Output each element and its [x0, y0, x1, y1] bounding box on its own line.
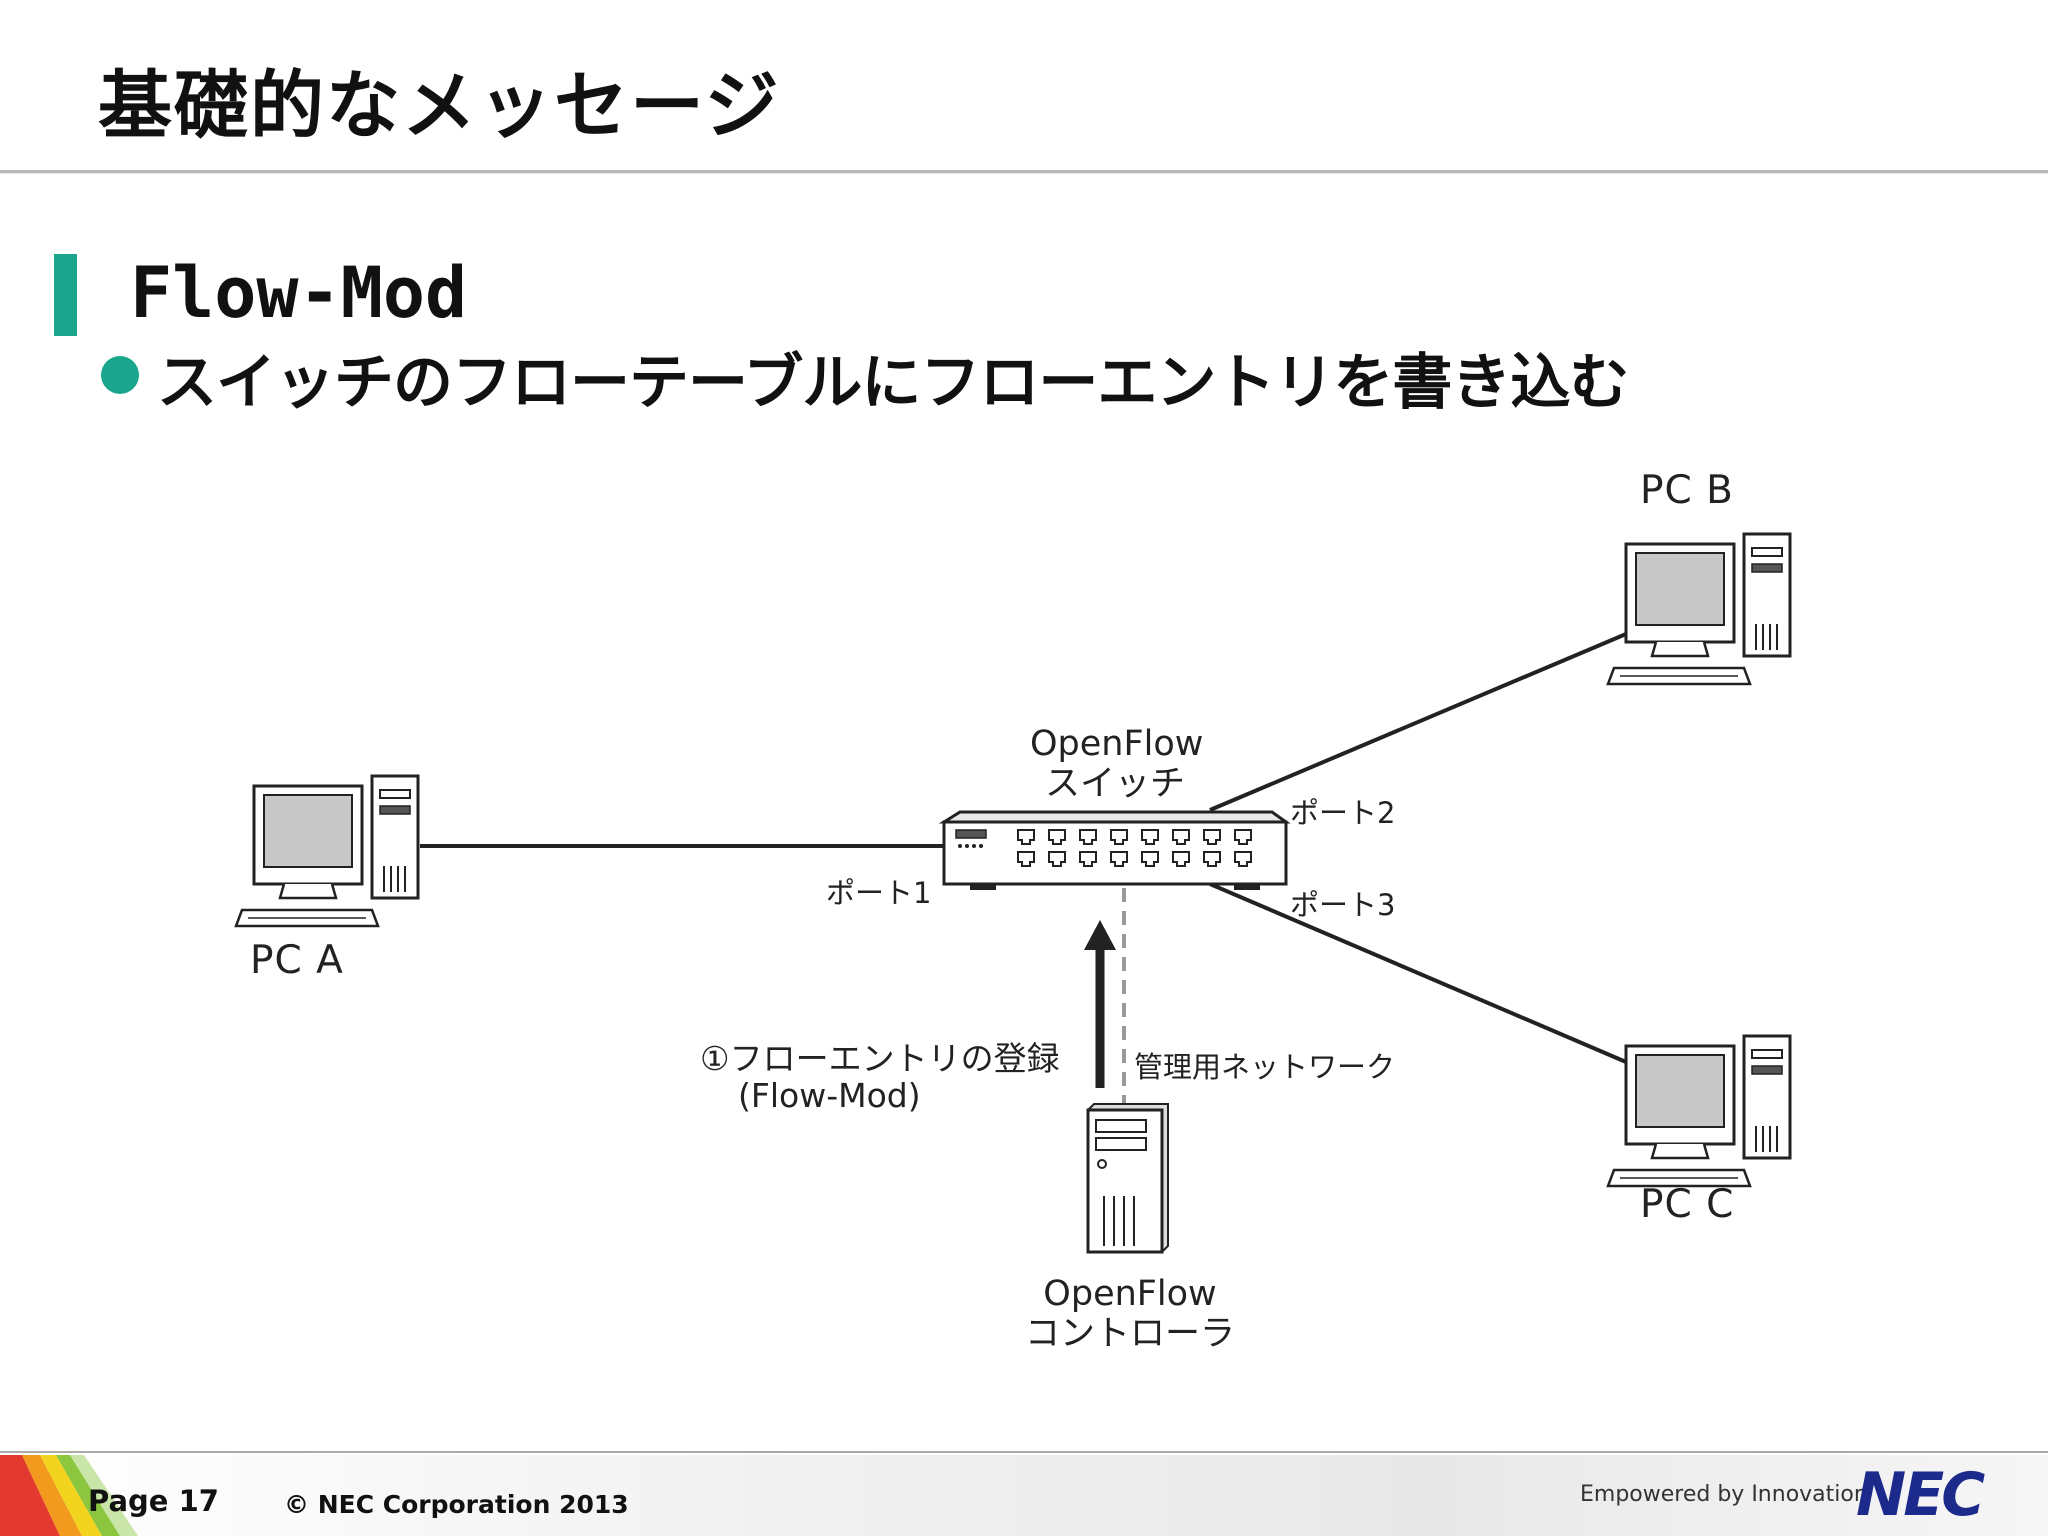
switch-label: OpenFlow スイッチ [1030, 724, 1204, 804]
management-network-label: 管理用ネットワーク [1134, 1050, 1396, 1084]
tagline-text: Empowered by Innovation [1580, 1482, 1868, 1507]
nec-logo: NEC [1856, 1460, 1985, 1530]
controller-label-line1: OpenFlow [1043, 1274, 1217, 1314]
port-1-label: ポート1 [826, 876, 932, 910]
flow-mod-arrow-icon [1084, 920, 1116, 1088]
pc-b-label: PC B [1640, 468, 1734, 513]
openflow-controller-icon [1086, 1103, 1169, 1254]
controller-label-line2: コントローラ [1024, 1314, 1235, 1354]
link-switch-pcb [1209, 632, 1627, 812]
section-accent-bar [54, 254, 77, 336]
switch-label-line2: スイッチ [1044, 764, 1185, 804]
flow-mod-label: (Flow-Mod) [738, 1076, 921, 1115]
section-heading: Flow-Mod [130, 252, 468, 334]
slide-title: 基礎的なメッセージ [98, 63, 781, 149]
footer-divider [0, 1451, 2048, 1453]
port-2-label: ポート2 [1290, 796, 1396, 830]
openflow-switch-icon [938, 810, 1291, 890]
pc-c-computer-icon [1606, 1034, 1792, 1188]
pc-b-computer-icon [1606, 532, 1792, 686]
link-switch-pcc [1209, 882, 1627, 1064]
flow-entry-label: ①フローエントリの登録 [700, 1039, 1060, 1078]
title-divider [0, 170, 2048, 174]
footer-band [0, 1455, 2048, 1536]
pc-a-computer-icon [234, 774, 420, 928]
page-number: Page 17 [88, 1484, 219, 1518]
bullet-dot-icon [101, 356, 139, 394]
port-3-label: ポート3 [1290, 888, 1396, 922]
bullet-text: スイッチのフローテーブルにフローエントリを書き込む [157, 348, 1629, 418]
pc-c-label: PC C [1640, 1182, 1735, 1227]
footer-rainbow-decoration [0, 1455, 138, 1536]
copyright-text: © NEC Corporation 2013 [284, 1490, 629, 1519]
switch-label-line1: OpenFlow [1030, 724, 1204, 764]
pc-a-label: PC A [250, 938, 344, 983]
controller-label: OpenFlow コントローラ [1010, 1274, 1250, 1354]
